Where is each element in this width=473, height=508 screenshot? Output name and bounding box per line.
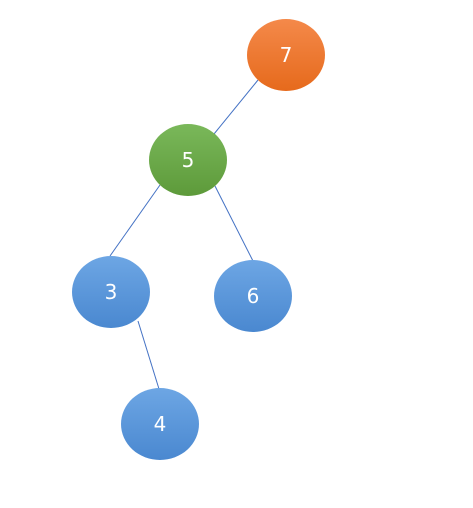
node-3-circle <box>72 256 150 328</box>
node-7-circle <box>247 19 325 91</box>
edge-5-to-3 <box>109 184 161 257</box>
edge-7-to-5 <box>213 79 259 135</box>
node-4-circle <box>121 388 199 460</box>
edges-layer <box>109 79 259 390</box>
tree-node-4: 4 <box>121 388 199 460</box>
node-6-label: 6 <box>247 284 260 308</box>
node-6-circle <box>214 260 292 332</box>
edge-3-to-4 <box>137 320 160 390</box>
tree-node-3: 3 <box>72 256 150 328</box>
node-5-circle <box>149 124 227 196</box>
tree-node-5: 5 <box>149 124 227 196</box>
node-4-label: 4 <box>154 412 167 436</box>
node-7-label: 7 <box>280 43 293 67</box>
node-5-label: 5 <box>182 148 195 172</box>
tree-node-6: 6 <box>214 260 292 332</box>
node-3-label: 3 <box>105 280 118 304</box>
tree-node-7: 7 <box>247 19 325 91</box>
edge-5-to-6 <box>214 185 254 262</box>
